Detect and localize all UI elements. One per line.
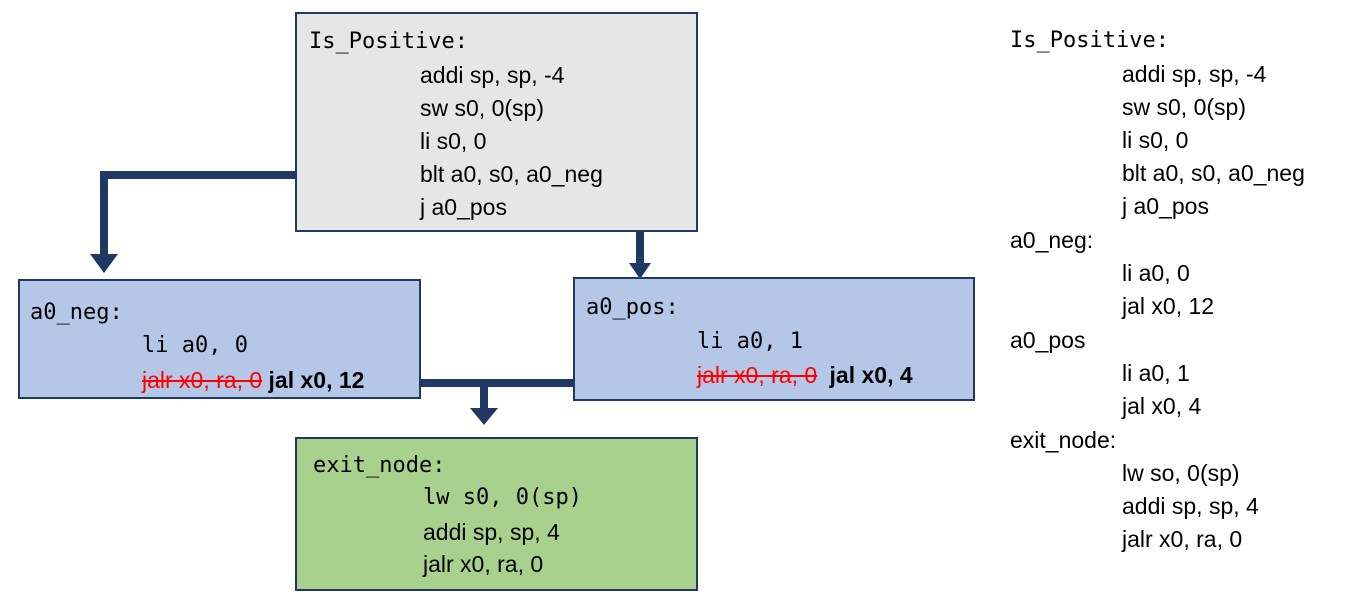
listing-line: addi sp, sp, 4	[1122, 493, 1259, 519]
is-positive-line-5: j a0_pos	[420, 194, 507, 220]
arrowhead-exit	[470, 408, 498, 425]
arrow-merge-to-exit	[420, 379, 574, 410]
is-positive-line-3: li s0, 0	[420, 128, 487, 154]
a0-pos-block: a0_pos: li a0, 1 jalr x0, ra, 0 jal x0, …	[573, 277, 975, 401]
listing-title: Is_Positive:	[1010, 28, 1169, 53]
listing-line: li a0, 1	[1122, 360, 1190, 386]
a0-pos-label: a0_pos:	[586, 295, 679, 320]
exit-node-block: exit_node: lw s0, 0(sp) addi sp, sp, 4 j…	[295, 437, 698, 591]
exit-node-line-1: lw s0, 0(sp)	[423, 485, 582, 510]
listing-line: addi sp, sp, -4	[1122, 61, 1267, 87]
a0-neg-struck-instruction: jalr x0, ra, 0	[142, 367, 263, 393]
a0-pos-line-2: jalr x0, ra, 0 jal x0, 4	[697, 361, 913, 389]
a0-neg-line-2: jalr x0, ra, 0 jal x0, 12	[142, 366, 364, 394]
listing-line: jal x0, 12	[1122, 293, 1215, 319]
is-positive-line-1: addi sp, sp, -4	[420, 62, 565, 88]
listing-line: jal x0, 4	[1122, 393, 1202, 419]
is-positive-label: Is_Positive:	[309, 29, 468, 54]
listing-line: blt a0, s0, a0_neg	[1122, 160, 1305, 186]
a0-pos-struck-instruction: jalr x0, ra, 0	[697, 362, 818, 388]
listing-label: exit_node:	[1010, 427, 1117, 453]
exit-node-line-3: jalr x0, ra, 0	[423, 551, 544, 577]
listing-line: j a0_pos	[1122, 193, 1209, 219]
a0-pos-line-1: li a0, 1	[697, 329, 803, 354]
a0-neg-label: a0_neg:	[30, 300, 123, 325]
is-positive-line-2: sw s0, 0(sp)	[420, 95, 544, 121]
a0-neg-replacement-instruction: jal x0, 12	[268, 367, 365, 393]
arrowhead-a0-pos	[629, 263, 651, 279]
a0-neg-line-1: li a0, 0	[142, 333, 248, 358]
listing-label: a0_neg:	[1010, 227, 1094, 253]
listing-label: a0_pos	[1010, 327, 1086, 353]
listing-line: lw so, 0(sp)	[1122, 460, 1240, 486]
assembly-listing: Is_Positive: addi sp, sp, -4 sw s0, 0(sp…	[1010, 0, 1355, 608]
listing-line: li a0, 0	[1122, 260, 1190, 286]
exit-node-label: exit_node:	[313, 453, 446, 478]
listing-line: jalr x0, ra, 0	[1122, 526, 1243, 552]
a0-neg-block: a0_neg: li a0, 0 jalr x0, ra, 0 jal x0, …	[18, 279, 421, 399]
a0-pos-replacement-instruction: jal x0, 4	[829, 362, 913, 388]
is-positive-block: Is_Positive: addi sp, sp, -4 sw s0, 0(sp…	[295, 12, 698, 232]
exit-node-line-2: addi sp, sp, 4	[423, 519, 560, 545]
listing-line: li s0, 0	[1122, 127, 1189, 153]
arrowhead-a0-neg	[90, 254, 118, 273]
listing-line: sw s0, 0(sp)	[1122, 94, 1246, 120]
is-positive-line-4: blt a0, s0, a0_neg	[420, 161, 603, 187]
